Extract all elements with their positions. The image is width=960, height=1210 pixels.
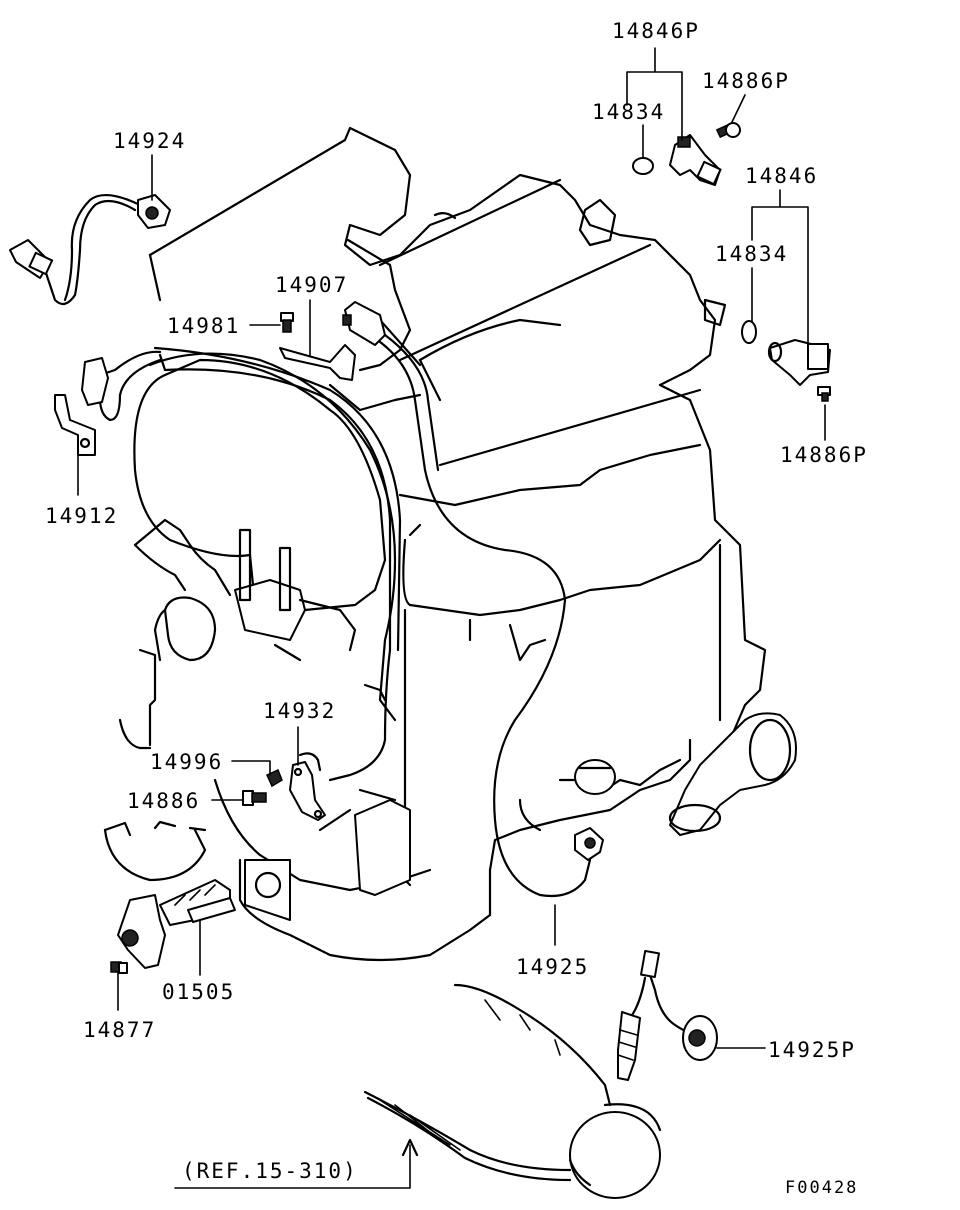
label-14886: 14886 [127, 789, 200, 813]
part-labels: 14846P 14886P 14834 14924 14846 14834 14… [45, 19, 868, 1198]
label-14834-top: 14834 [592, 100, 665, 124]
cam-sensor-right [767, 339, 831, 386]
connector-14907 [342, 301, 386, 346]
label-14932: 14932 [263, 699, 336, 723]
exhaust-pipe [363, 983, 662, 1199]
o-ring-top [632, 157, 654, 175]
label-14907: 14907 [275, 273, 348, 297]
label-14846p: 14846P [612, 19, 700, 43]
label-14981: 14981 [167, 314, 240, 338]
engine-block [103, 126, 797, 962]
bracket-14907 [279, 344, 356, 381]
label-14886p-top: 14886P [702, 69, 790, 93]
cam-sensor-top [669, 134, 722, 186]
sensor-14912 [54, 357, 109, 456]
label-14877: 14877 [83, 1018, 156, 1042]
label-14886p-right: 14886P [780, 443, 868, 467]
bolt-14886p-top [715, 122, 741, 139]
leader-lines [77, 47, 826, 1189]
oxygen-sensor-front [574, 827, 604, 861]
module-01505 [117, 879, 236, 969]
screw-14981 [280, 312, 294, 333]
label-14925: 14925 [516, 955, 589, 979]
label-01505: 01505 [162, 980, 235, 1004]
figure-code: F00428 [785, 1178, 858, 1198]
bolt-14886 [242, 790, 267, 806]
label-14925p: 14925P [768, 1038, 856, 1062]
crank-sensor [289, 752, 326, 821]
bolt-14886p-right [817, 386, 831, 402]
bolt-14877 [110, 961, 128, 974]
label-14996: 14996 [150, 750, 223, 774]
oxygen-sensor-rear [617, 949, 718, 1081]
label-14834-right: 14834 [715, 242, 788, 266]
reference-label: (REF.15-310) [182, 1159, 358, 1183]
label-14924: 14924 [113, 129, 186, 153]
label-14846: 14846 [745, 164, 818, 188]
o-ring-right [741, 320, 757, 344]
label-14912: 14912 [45, 504, 118, 528]
knock-sensor [9, 194, 171, 279]
